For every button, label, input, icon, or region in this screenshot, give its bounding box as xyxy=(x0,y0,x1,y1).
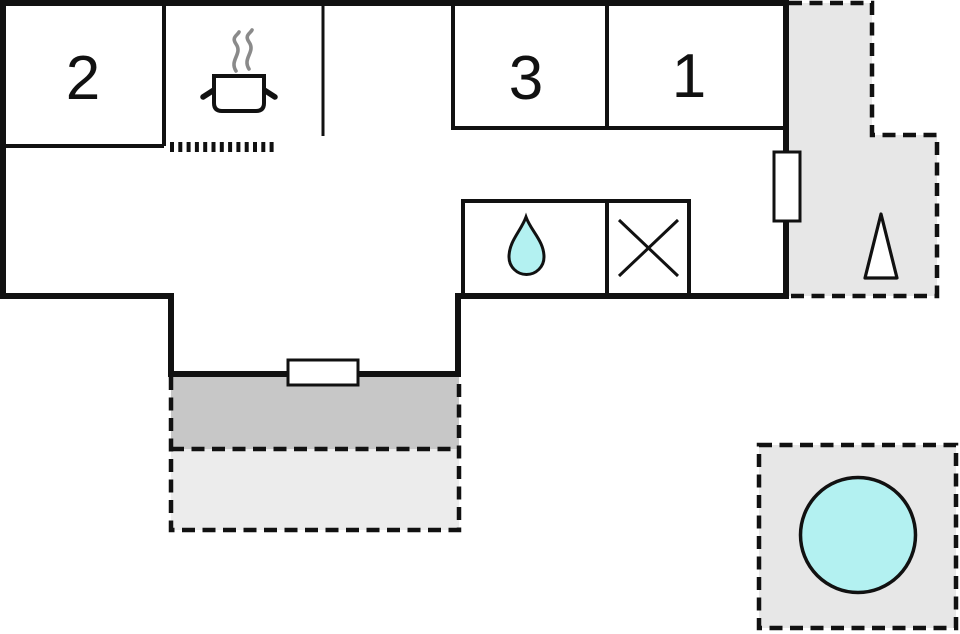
front-terrace-dashed-border xyxy=(168,377,462,533)
hot-tub-circle-icon xyxy=(798,475,918,595)
bathroom-walls xyxy=(461,199,691,296)
room-1-label: 1 xyxy=(672,42,706,111)
steam-wave-right-icon xyxy=(245,28,254,71)
right-terrace xyxy=(789,0,940,299)
hot-tub-area xyxy=(756,442,959,631)
room-2-label: 2 xyxy=(66,44,100,113)
steam-wave-left-icon xyxy=(232,30,241,73)
pot-body xyxy=(212,74,266,113)
water-drop-icon xyxy=(507,212,546,276)
front-terrace xyxy=(168,374,462,533)
hot-tub-area-dashed-border xyxy=(756,442,959,631)
outer-walls xyxy=(0,0,789,377)
stove-pot-with-steam-icon xyxy=(200,28,278,113)
tree-icon xyxy=(863,212,899,280)
right-terrace-fill xyxy=(789,3,937,296)
interior-walls xyxy=(3,3,786,296)
window-fixture xyxy=(772,150,802,223)
front-terrace-light-fill xyxy=(171,449,459,530)
entrance-door-fixture xyxy=(286,358,360,387)
shower-cross-line-2 xyxy=(617,218,680,278)
shower-cross-icon xyxy=(617,218,680,278)
room-3-label: 3 xyxy=(509,44,543,113)
right-terrace-dashed-border xyxy=(789,0,940,299)
